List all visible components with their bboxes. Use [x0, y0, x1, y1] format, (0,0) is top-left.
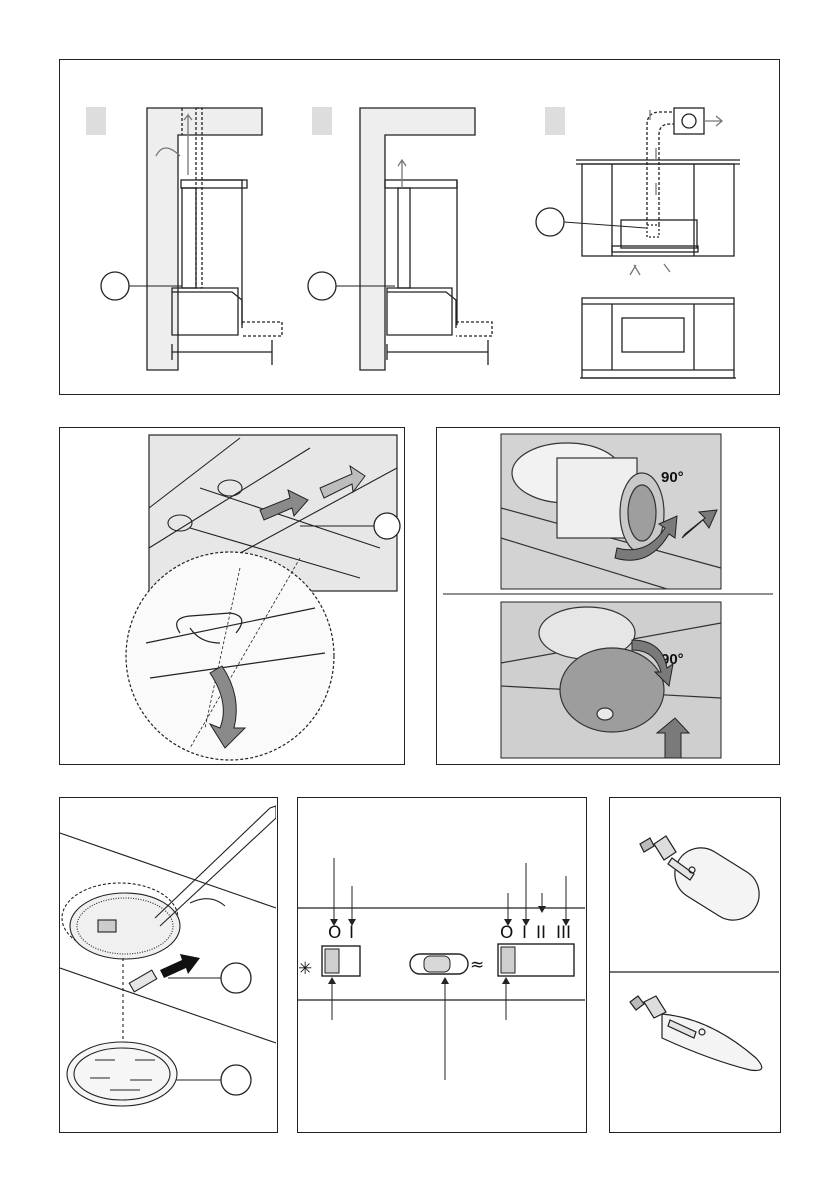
filter-panel [59, 427, 405, 765]
light-icon: ✳ [298, 959, 312, 979]
fan-mark-2: II [536, 923, 546, 943]
step-box-3 [545, 107, 565, 135]
fan-mark-3: III [556, 923, 571, 943]
step-box-1 [86, 107, 106, 135]
lamp-callout-bulb [221, 963, 251, 993]
installation-panel [59, 59, 780, 395]
lamp-callout-cover [221, 1065, 251, 1095]
lamp-insert-arrow [160, 954, 200, 978]
bulbs-panel [609, 797, 781, 1133]
fan-mark-1: I [522, 923, 527, 943]
candle-bulb-icon [630, 996, 762, 1071]
filter-callout [374, 513, 400, 539]
light-mark-off: O [328, 923, 341, 943]
fan-wave-icon: ≈ [470, 955, 484, 975]
lamp-panel [59, 797, 278, 1133]
rotation-panel: 90° 90° [436, 427, 780, 765]
rotation-angle-top: 90° [661, 469, 684, 486]
step-box-2 [312, 107, 332, 135]
installation-callout-2 [308, 272, 336, 300]
installation-callout-3 [536, 208, 564, 236]
installation-figure-2 [360, 108, 492, 370]
tube-bulb-icon [640, 836, 769, 930]
installation-figure-3 [576, 108, 740, 378]
installation-callout-1 [101, 272, 129, 300]
installation-figure-1 [147, 108, 282, 370]
controls-panel: O I ✳ ≈ O I II III [297, 797, 587, 1133]
light-mark-on: I [349, 923, 354, 943]
fan-mark-off: O [500, 923, 513, 943]
